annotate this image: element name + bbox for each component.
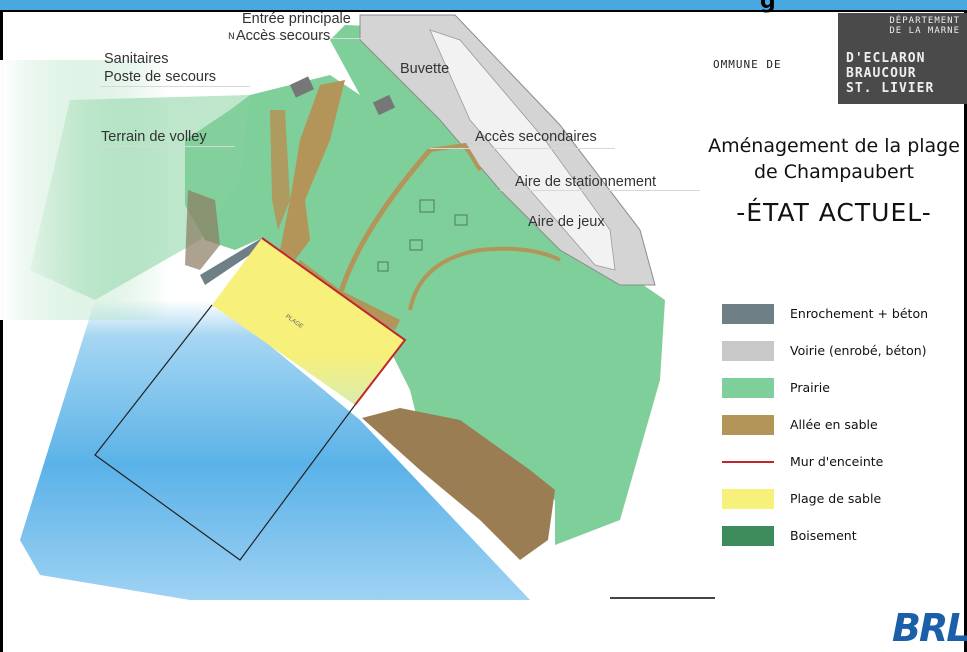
legend-item: Mur d'enceinte [722, 451, 967, 473]
department-badge: DÉPARTEMENT DE LA MARNE D'ECLARON BRAUCO… [838, 13, 967, 104]
leader-line [240, 38, 365, 39]
legend-item: Voirie (enrobé, béton) [722, 340, 967, 362]
title-line-3: -ÉTAT ACTUEL- [736, 198, 932, 227]
woods-area-west [185, 190, 220, 270]
legend-swatch [722, 461, 774, 463]
legend-item: Enrochement + béton [722, 303, 967, 325]
brl-logo: BRL [892, 606, 967, 650]
commune-name: D'ECLARON BRAUCOUR ST. LIVIER [846, 51, 935, 96]
commune-prefix: OMMUNE DE [713, 58, 782, 71]
map-title: Aménagement de la plage de Champaubert -… [708, 133, 960, 231]
label-sanitaires: Sanitaires [104, 51, 169, 67]
sand-path-diag [295, 260, 400, 330]
title-line-2: de Champaubert [753, 161, 914, 183]
label-entree: Entrée principale [242, 11, 351, 27]
label-buvette: Buvette [400, 61, 450, 77]
label-aire-jeux: Aire de jeux [528, 214, 605, 230]
swim-area-outline [94, 304, 356, 561]
road-parking [429, 29, 616, 271]
department-line: DÉPARTEMENT DE LA MARNE [889, 16, 960, 36]
header-title-fragment: g [760, 0, 776, 14]
title-line-1: Aménagement de la plage [708, 135, 960, 157]
enclosure-wall [261, 237, 407, 406]
legend-swatch [722, 378, 774, 398]
legend-swatch [722, 304, 774, 324]
legend-swatch [722, 415, 774, 435]
leader-line [100, 86, 250, 87]
sand-path-main [280, 80, 345, 260]
woods-area [362, 408, 555, 560]
lake-water [20, 300, 530, 600]
leader-line [100, 146, 235, 147]
label-poste-secours: Poste de secours [104, 69, 217, 85]
label-aire-stationnement: Aire de stationnement [515, 174, 657, 190]
leader-line [430, 148, 615, 149]
legend-item: Plage de sable [722, 488, 967, 510]
beach-sand [212, 238, 405, 405]
legend-item: Prairie [722, 377, 967, 399]
leader-line [500, 190, 700, 191]
legend-swatch [722, 341, 774, 361]
sand-path-north [270, 110, 290, 230]
rock-revetment [200, 238, 266, 285]
label-terrain-volley: Terrain de volley [101, 129, 207, 145]
north-arrow-icon: N [228, 32, 235, 42]
legend-item: Allée en sable [722, 414, 967, 436]
legend-swatch [722, 489, 774, 509]
header-bar: g [0, 0, 967, 14]
legend-item: Boisement [722, 525, 967, 547]
legend-swatch [722, 526, 774, 546]
sanitaires-building [289, 76, 315, 98]
label-acces-secondaires: Accès secondaires [475, 129, 597, 145]
buvette-building [372, 94, 396, 116]
label-acces-secours: Accès secours [236, 28, 331, 44]
